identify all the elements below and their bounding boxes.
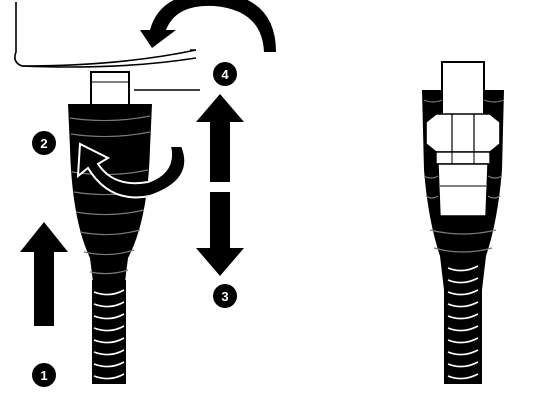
installed-result-panel (422, 61, 505, 384)
curved-arrow-left (76, 142, 187, 199)
step-3-badge: 3 (213, 284, 237, 308)
result-hex-nut (425, 113, 501, 165)
step-3-label: 3 (221, 289, 228, 304)
step-2-badge: 2 (32, 131, 56, 155)
result-corrugated-hose (444, 256, 482, 384)
result-top-fitting (441, 61, 485, 117)
result-inner-sleeve (437, 163, 489, 217)
mounting-bracket (14, 2, 200, 91)
rotate-arrow (140, 0, 276, 52)
corrugated-hose (92, 280, 126, 384)
installation-steps-panel: 1 2 3 4 (14, 0, 276, 387)
step-2-label: 2 (40, 136, 47, 151)
step-4-label: 4 (221, 67, 229, 82)
vertical-double-arrow (196, 94, 244, 276)
result-boot-ribs (423, 99, 505, 253)
top-nut (90, 71, 130, 111)
step-1-badge: 1 (32, 363, 56, 387)
up-arrow (20, 222, 68, 326)
step-4-badge: 4 (213, 62, 237, 86)
step-1-label: 1 (40, 368, 47, 383)
